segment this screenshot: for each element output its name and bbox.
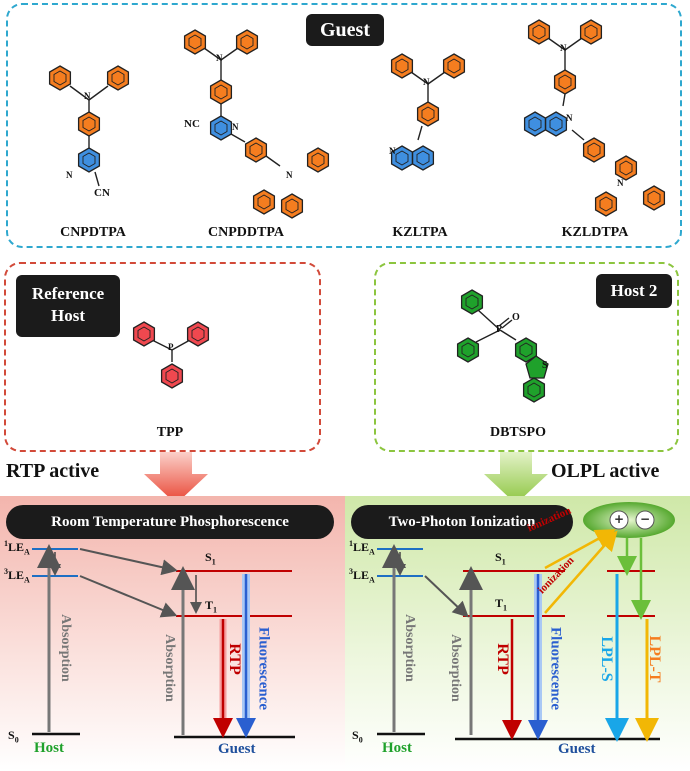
- atom-p-tpp: P: [168, 342, 174, 352]
- level-1lea-left: 1LEA: [4, 539, 30, 557]
- level-t1-left: T1: [205, 598, 218, 615]
- guest-panel: [6, 3, 682, 248]
- tpp-structure: [132, 321, 210, 389]
- lpl-t-label: LPL-T: [646, 635, 663, 683]
- transition-arrows: [144, 452, 548, 504]
- molecule-label-cnpddtpa: CNPDDTPA: [208, 225, 284, 240]
- absorption-host-label-right: Absorption: [402, 614, 417, 682]
- rtp-banner: Room Temperature Phosphorescence: [6, 505, 334, 539]
- rtp-label-left: RTP: [226, 643, 243, 675]
- guest-label-left: Guest: [218, 741, 256, 757]
- atom-n-9: N: [566, 113, 573, 123]
- atom-nc-1: NC: [184, 118, 200, 130]
- level-3lea-right: 3LEA: [349, 567, 375, 585]
- reference-title-line2: Host: [51, 306, 85, 325]
- ionization-energy-diagram: [345, 496, 690, 771]
- atom-n-5: N: [286, 170, 293, 180]
- atom-o-dbtspo: O: [512, 312, 520, 323]
- atom-n-6: N: [423, 77, 430, 87]
- cnpddtpa-structure: [183, 29, 330, 219]
- reference-title-line1: Reference: [31, 284, 105, 303]
- hole-symbol: +: [614, 512, 625, 526]
- atom-n-4: N: [232, 122, 239, 132]
- fluorescence-label-right: Fluorescence: [547, 626, 564, 711]
- atom-s-dbtspo: S: [542, 360, 548, 371]
- molecule-label-kzltpa: KZLTPA: [392, 225, 448, 240]
- atom-n-3: N: [216, 53, 223, 63]
- kzldtpa-structure: [523, 19, 666, 217]
- rtp-label-right: RTP: [494, 643, 511, 675]
- reference-host-title: Reference Host: [16, 275, 120, 337]
- level-t1-right: T1: [495, 596, 508, 613]
- kzltpa-structure: [390, 53, 466, 171]
- atom-n-7: N: [389, 146, 396, 156]
- host-label-right: Host: [382, 740, 412, 756]
- rtp-energy-diagram: [0, 496, 345, 771]
- atom-cn-1: CN: [94, 187, 110, 199]
- level-s1-right: S1: [495, 550, 506, 567]
- atom-n-10: N: [617, 178, 624, 188]
- host2-panel: [374, 262, 679, 452]
- olpl-active-arrow: [484, 452, 548, 504]
- level-s0-left: S0: [8, 728, 19, 745]
- atom-n-8: N: [560, 43, 567, 53]
- guest-label-right: Guest: [558, 741, 596, 757]
- lpl-s-label: LPL-S: [598, 636, 615, 682]
- olpl-active-label: OLPL active: [551, 460, 660, 482]
- molecule-label-tpp: TPP: [156, 425, 184, 440]
- fluorescence-label-left: Fluorescence: [255, 626, 272, 711]
- atom-n-1: N: [84, 91, 91, 101]
- level-s1-left: S1: [205, 550, 216, 567]
- reference-host-panel: [4, 262, 321, 452]
- rtp-active-label: RTP active: [6, 460, 100, 482]
- level-3lea-left: 3LEA: [4, 567, 30, 585]
- dbtspo-structure: [456, 289, 549, 403]
- level-s0-right: S0: [352, 728, 363, 745]
- host2-title: Host 2: [596, 274, 672, 308]
- rtp-active-arrow: [144, 452, 208, 504]
- absorption-guest-label-left: Absorption: [162, 634, 177, 702]
- guest-title: Guest: [306, 14, 384, 46]
- guest-structures: [48, 19, 666, 219]
- atom-n-2: N: [66, 170, 73, 180]
- molecule-label-dbtspo: DBTSPO: [489, 425, 546, 440]
- cnpdtpa-structure: [48, 65, 130, 187]
- level-1lea-right: 1LEA: [349, 539, 375, 557]
- absorption-guest-label-right: Absorption: [448, 634, 463, 702]
- molecule-label-cnpdtpa: CNPDTPA: [60, 225, 126, 240]
- host-label-left: Host: [34, 740, 64, 756]
- molecule-label-kzldtpa: KZLDTPA: [561, 225, 629, 240]
- absorption-host-label-left: Absorption: [58, 614, 73, 682]
- ionization-banner: Two-Photon Ionization: [351, 505, 573, 539]
- electron-symbol: −: [640, 512, 651, 526]
- atom-p-dbtspo: P: [496, 324, 503, 335]
